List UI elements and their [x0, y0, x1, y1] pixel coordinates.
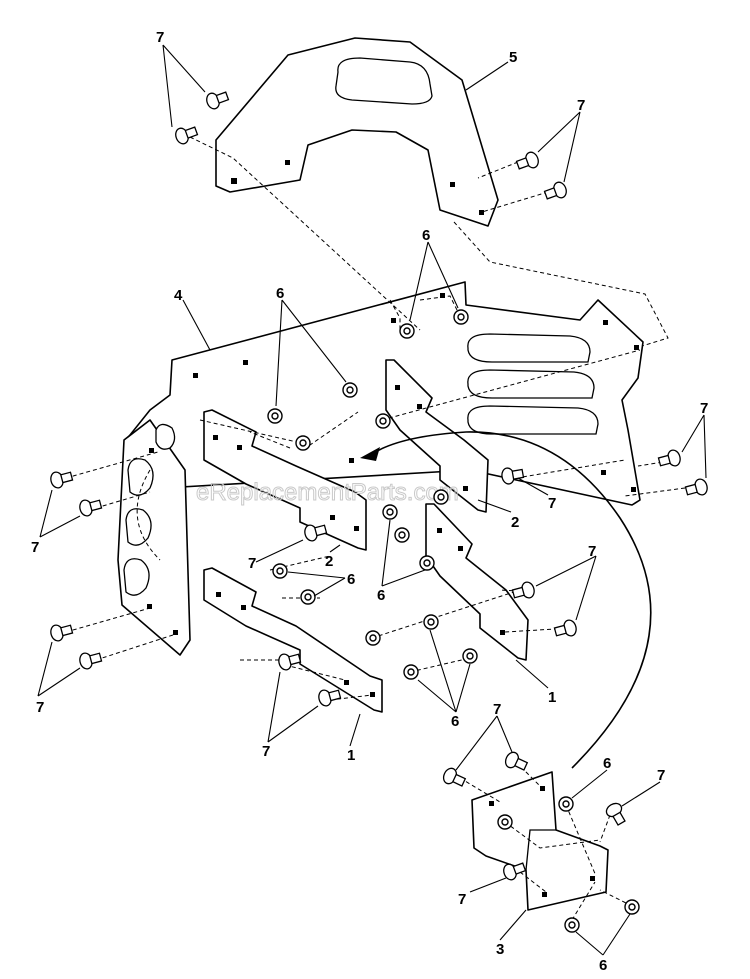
nut — [423, 614, 439, 630]
bolt — [501, 467, 525, 485]
nut — [462, 648, 478, 664]
callout-6: 6 — [603, 755, 611, 772]
callout-7: 7 — [262, 743, 270, 760]
callout-1: 1 — [548, 689, 556, 706]
bolt — [504, 751, 529, 771]
callout-7: 7 — [156, 29, 164, 46]
bolt — [605, 802, 626, 826]
callout-2: 2 — [325, 553, 333, 570]
callout-7: 7 — [248, 555, 256, 572]
carriage-bolts — [50, 91, 708, 881]
part-3-small-bracket — [471, 771, 609, 911]
nut — [300, 589, 316, 605]
callout-6: 6 — [276, 285, 284, 302]
assembly-arrow — [360, 431, 652, 769]
nut — [272, 563, 288, 579]
callout-7: 7 — [458, 891, 466, 908]
callout-6: 6 — [347, 571, 355, 588]
bolt — [543, 181, 567, 200]
bolt — [304, 524, 328, 542]
nut — [399, 323, 415, 339]
callout-7: 7 — [577, 97, 585, 114]
bolt — [79, 652, 103, 670]
callout-6: 6 — [377, 587, 385, 604]
nut — [624, 899, 640, 915]
nut — [433, 489, 449, 505]
hole — [231, 178, 237, 184]
part-2-bracket-right — [385, 359, 489, 513]
nut — [342, 382, 358, 398]
callout-6: 6 — [422, 227, 430, 244]
bolt — [657, 449, 681, 467]
bolt — [515, 151, 539, 170]
hex-nuts — [267, 309, 640, 933]
callout-6: 6 — [599, 957, 607, 974]
arrow-head — [360, 447, 380, 461]
part-1-bracket-left — [203, 567, 383, 713]
nut — [375, 413, 391, 429]
bolt — [684, 478, 708, 496]
callout-7: 7 — [548, 495, 556, 512]
bolt — [206, 91, 230, 110]
nut — [419, 555, 435, 571]
part-5-top-bracket — [215, 37, 499, 227]
part-4-main-plate — [125, 281, 644, 506]
bolt — [318, 689, 342, 707]
nut — [453, 309, 469, 325]
callout-7: 7 — [657, 767, 665, 784]
nut — [403, 664, 419, 680]
callout-7: 7 — [493, 701, 501, 718]
callout-6: 6 — [451, 713, 459, 730]
dashed-alignment-lines — [65, 94, 686, 921]
callout-4: 4 — [174, 287, 183, 304]
callout-2: 2 — [511, 514, 519, 531]
nut — [382, 504, 398, 520]
nut — [394, 527, 410, 543]
callout-7: 7 — [700, 400, 708, 417]
bolt — [511, 581, 535, 599]
bolt — [50, 471, 74, 489]
callout-3: 3 — [496, 941, 504, 958]
nut — [365, 630, 381, 646]
nut — [558, 796, 574, 812]
callout-5: 5 — [509, 49, 517, 66]
callout-7: 7 — [36, 699, 44, 716]
bolt — [442, 767, 467, 787]
callout-1: 1 — [347, 747, 355, 764]
callout-7: 7 — [31, 539, 39, 556]
callout-7: 7 — [588, 543, 596, 560]
bolt — [175, 126, 199, 145]
nut — [564, 917, 580, 933]
bolt — [50, 624, 74, 642]
nut — [267, 408, 283, 424]
leader-lines — [37, 44, 707, 956]
bolt — [79, 499, 103, 517]
watermark: eReplacementParts.com — [196, 479, 459, 506]
bolt — [278, 653, 302, 671]
part-1-bracket-right — [425, 503, 529, 661]
left-side-flange — [117, 419, 191, 656]
bolt — [553, 619, 577, 637]
nut — [295, 435, 311, 451]
bolt — [503, 862, 527, 881]
nut — [497, 814, 513, 830]
callout-labels: 7 5 7 6 4 6 7 7 2 7 2 7 6 6 7 7 1 7 1 6 … — [31, 29, 708, 974]
